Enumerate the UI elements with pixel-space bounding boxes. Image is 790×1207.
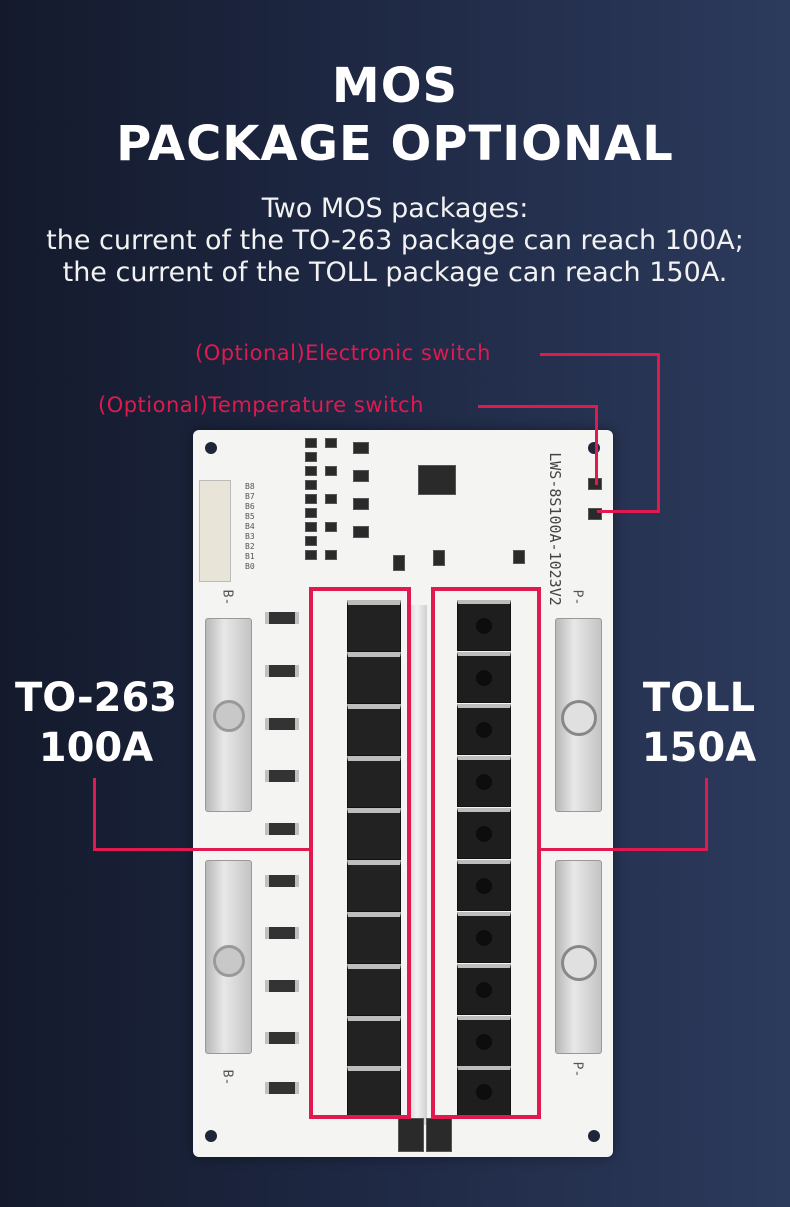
to263-leader-v (93, 778, 96, 850)
toll-current-label: 150A (641, 725, 757, 771)
mounting-hole (205, 442, 217, 454)
mounting-hole (205, 1130, 217, 1142)
toll-leader-v (705, 778, 708, 850)
toll-leader-h (540, 848, 708, 851)
to263-highlight-box (309, 587, 411, 1119)
electronic-switch-callout: (Optional)Electronic switch (195, 341, 491, 365)
to263-leader-h (93, 848, 311, 851)
electronic-switch-leader-v (657, 353, 660, 513)
balance-connector (199, 480, 231, 582)
p-minus-label-lower: P- (569, 1061, 585, 1078)
electronic-switch-leader-h (540, 353, 660, 356)
bms-pcb-board: LWS-8S100A-1023V2 B8 B7 B6 B5 B4 B3 B2 B… (193, 430, 613, 1157)
temperature-switch-leader-h (478, 405, 598, 408)
mounting-hole (588, 442, 600, 454)
toll-package-label: TOLL (642, 675, 756, 721)
board-model-label: LWS-8S100A-1023V2 (545, 452, 564, 606)
subtitle-line-2: the current of the TO-263 package can re… (46, 225, 744, 256)
temperature-switch-leader-v (595, 405, 598, 485)
control-ic (418, 465, 456, 495)
to263-current-label: 100A (38, 725, 154, 771)
title-line-2: PACKAGE OPTIONAL (116, 116, 674, 172)
subtitle-line-3: the current of the TOLL package can reac… (62, 257, 728, 288)
connector-pin-labels: B8 B7 B6 B5 B4 B3 B2 B1 B0 (245, 482, 255, 571)
mounting-hole (588, 1130, 600, 1142)
toll-highlight-box (431, 587, 541, 1119)
subtitle-line-1: Two MOS packages: (261, 193, 529, 224)
electronic-switch-leader-end (597, 510, 660, 513)
b-minus-label-lower: B- (219, 1069, 235, 1086)
to263-package-label: TO-263 (15, 675, 178, 721)
temperature-switch-callout: (Optional)Temperature switch (98, 393, 424, 417)
p-minus-label-upper: P- (569, 589, 585, 606)
title-line-1: MOS (331, 58, 459, 114)
b-minus-label-upper: B- (219, 589, 235, 606)
